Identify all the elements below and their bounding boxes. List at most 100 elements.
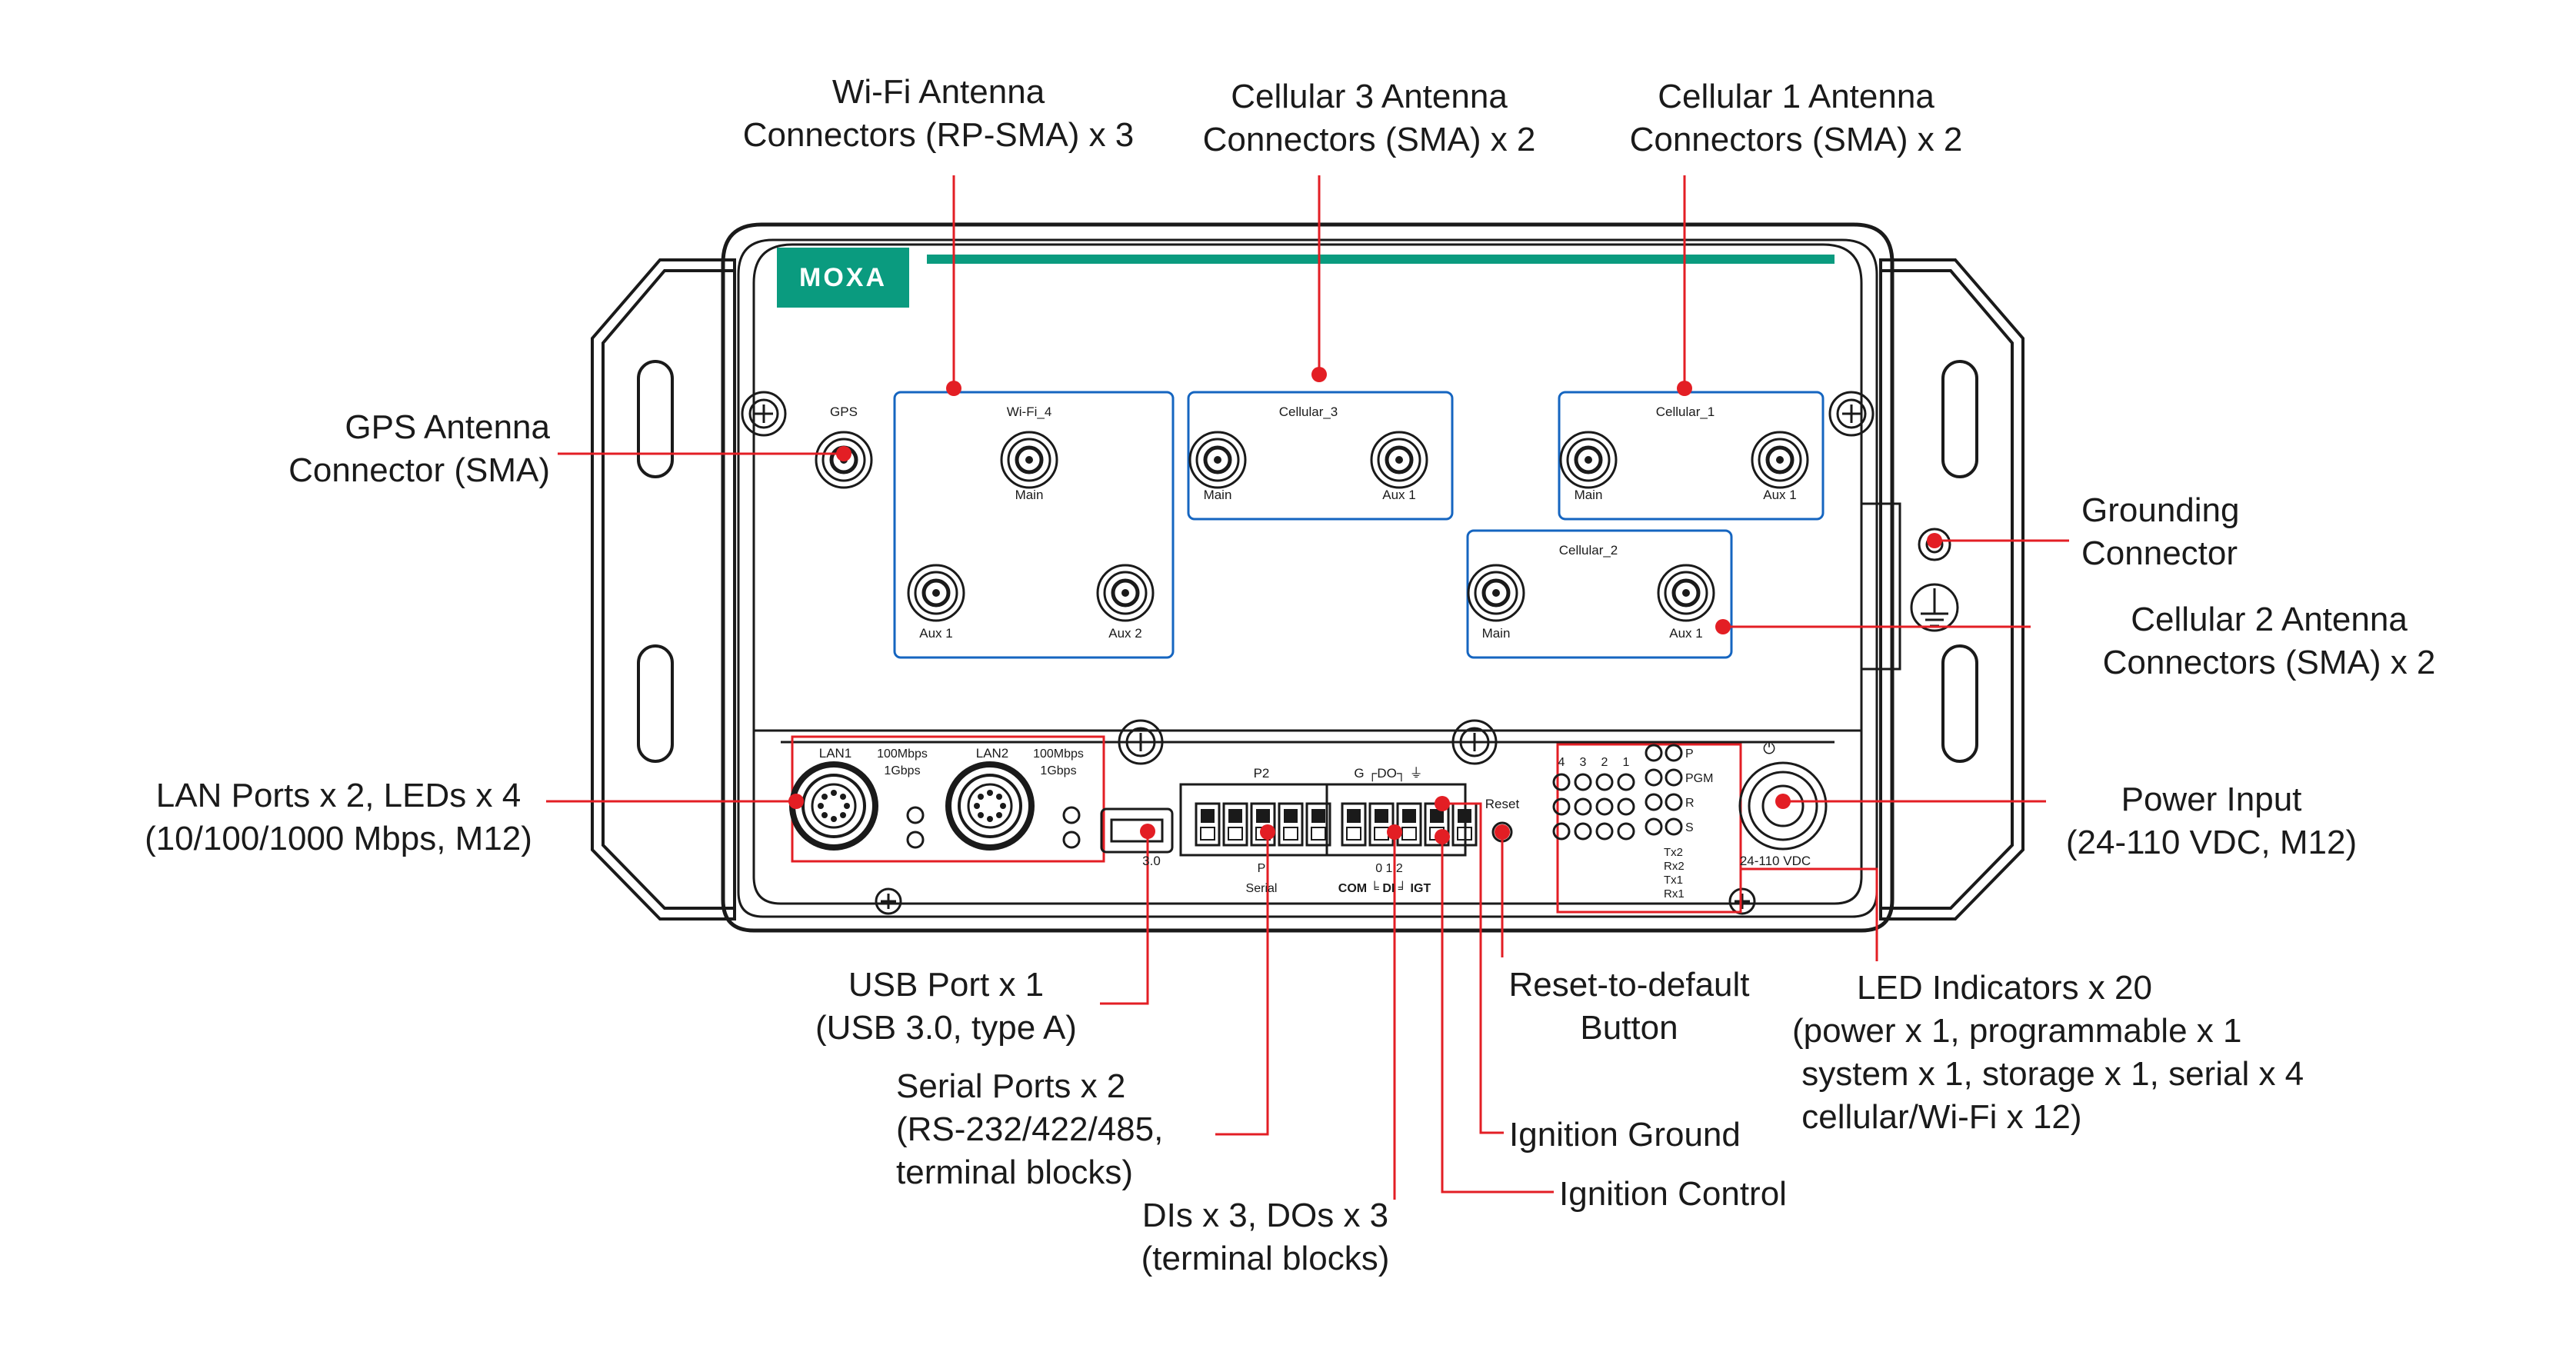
serial-label: Serial (1246, 882, 1278, 895)
cellular-wifi-led (1595, 797, 1614, 816)
cellular-wifi-led (1552, 822, 1571, 841)
callout-ignition-control: Ignition Control (1559, 1175, 1787, 1213)
lan1-speed-100: 100Mbps (877, 747, 928, 761)
terminal-blocks (1195, 802, 1513, 847)
cellular3-main-label: Main (1204, 488, 1232, 502)
cellular-wifi-led (1574, 822, 1592, 841)
wifi-aux1-label: Aux 1 (919, 626, 952, 641)
sma-antenna-connector (1751, 431, 1809, 489)
cellular-wifi-led (1574, 773, 1592, 791)
sma-antenna-connector (1370, 431, 1428, 489)
led-number-3: 3 (1580, 756, 1587, 769)
terminal-pin (1396, 802, 1422, 847)
status-led (1665, 744, 1683, 762)
terminal-pin (1222, 802, 1248, 847)
terminal-pin (1451, 802, 1478, 847)
cellular3-group-title: Cellular_3 (1279, 404, 1338, 419)
led-status-pgm: PGM (1685, 772, 1713, 785)
cellular-wifi-led (1617, 822, 1635, 841)
status-led (1645, 744, 1663, 762)
left-mounting-bracket (591, 258, 736, 921)
leader-dot-cellular2 (1715, 619, 1731, 634)
panel-screws (741, 391, 1875, 915)
moxa-logo-text: MOXA (799, 263, 887, 292)
status-led (1665, 817, 1683, 836)
moxa-logo: MOXA (777, 248, 909, 308)
led-number-4: 4 (1558, 756, 1565, 769)
lan-connectors (789, 761, 1035, 851)
status-led (1645, 817, 1663, 836)
p2-label: P2 (1254, 766, 1270, 781)
leader-line-led (1741, 867, 1878, 961)
antenna-connectors (815, 431, 1809, 622)
cellular2-main-label: Main (1482, 626, 1511, 641)
cellular-wifi-led (1617, 797, 1635, 816)
terminal-pin (1195, 802, 1221, 847)
grounding-connector (1910, 528, 1959, 632)
leader-dot-serial (1260, 824, 1275, 840)
callout-ignition-ground: Ignition Ground (1509, 1116, 1741, 1154)
led-status-p: P (1685, 747, 1694, 761)
leader-line-ign-control (1441, 837, 1554, 1194)
sma-antenna-connector (1000, 431, 1058, 489)
serial-p-label: P (1258, 862, 1266, 875)
led-tx1: Tx1 (1664, 874, 1683, 887)
leader-dot-cellular1 (1677, 381, 1692, 396)
power-symbol: ⏻ (1763, 741, 1775, 757)
leader-dot-cellular3 (1311, 367, 1327, 382)
cellular-wifi-led (1552, 773, 1571, 791)
sma-antenna-connector (1559, 431, 1618, 489)
callout-dio: DIs x 3, DOs x 3(terminal blocks) (1141, 1197, 1390, 1277)
leader-line-serial (1215, 832, 1269, 1136)
leader-dot-reset (1495, 824, 1510, 840)
status-led (1645, 793, 1663, 811)
right-mounting-bracket (1879, 258, 2024, 921)
terminal-pin (1278, 802, 1304, 847)
lan1-speed-1g: 1Gbps (884, 764, 920, 777)
cellular-wifi-led (1617, 773, 1635, 791)
cellular1-main-label: Main (1575, 488, 1603, 502)
led-number-2: 2 (1601, 756, 1608, 769)
lan-led-circles (906, 806, 1081, 849)
leader-line-usb (1100, 831, 1149, 1005)
terminal-pin (1341, 802, 1367, 847)
leader-dot-ign-ground (1435, 796, 1450, 811)
m12-lan-connector (789, 761, 878, 851)
leader-dot-wifi (946, 381, 961, 396)
callout-leader-lines (546, 175, 2069, 1200)
led-tx2: Tx2 (1664, 846, 1683, 859)
sma-antenna-connector (1096, 564, 1155, 622)
cellular-wifi-led (1574, 797, 1592, 816)
wifi-main-label: Main (1015, 488, 1044, 502)
led-rx1: Rx1 (1664, 887, 1685, 901)
power-connector (1738, 761, 1828, 851)
cellular3-aux1-label: Aux 1 (1382, 488, 1415, 502)
dio-top-label: G ┌DO┐ ⏚ (1354, 766, 1422, 781)
reset-label: Reset (1485, 797, 1520, 811)
leader-line-ign-ground (1442, 802, 1504, 1134)
dio-bottom-label: COM ╘ DI ╛ IGT (1338, 881, 1431, 895)
sma-antenna-connector (1188, 431, 1247, 489)
cellular2-group-title: Cellular_2 (1559, 543, 1618, 558)
led-number-1: 1 (1623, 756, 1630, 769)
device-body (721, 222, 1901, 933)
callout-usb: USB Port x 1(USB 3.0, type A) (815, 966, 1077, 1047)
leader-dot-grounding (1927, 533, 1942, 548)
sma-antenna-connector (907, 564, 965, 622)
leader-dot-gps (836, 446, 851, 461)
terminal-pin (1368, 802, 1395, 847)
cellular2-aux1-label: Aux 1 (1669, 626, 1702, 641)
status-led (1645, 768, 1663, 787)
lan2-speed-1g: 1Gbps (1040, 764, 1076, 777)
lan2-speed-100: 100Mbps (1033, 747, 1084, 761)
power-voltage-label: 24-110 VDC (1740, 854, 1811, 868)
callout-lan: LAN Ports x 2, LEDs x 4(10/100/1000 Mbps… (145, 777, 532, 857)
cellular-wifi-led (1595, 822, 1614, 841)
callout-serial: Serial Ports x 2(RS-232/422/485,terminal… (896, 1067, 1164, 1191)
usb-port (1100, 807, 1174, 854)
